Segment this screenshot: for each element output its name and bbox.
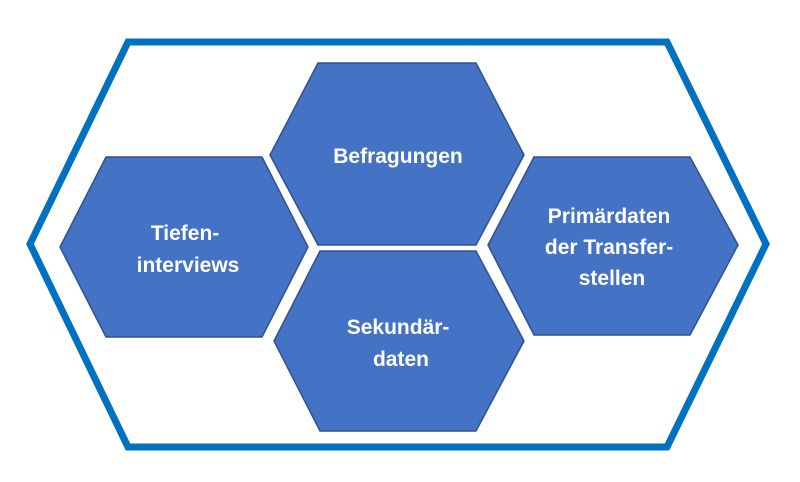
- hexagon-label: Primärdaten der Transfer- stellen: [545, 205, 679, 290]
- outer-hexagon-frame: [26, 38, 770, 451]
- label-line-3: stellen: [579, 267, 646, 290]
- label-line-2: interviews: [137, 254, 240, 277]
- hexagon-shape: [59, 156, 309, 338]
- hexagon-label: Tiefen- interviews: [137, 222, 240, 277]
- label-line-2: der Transfer-: [545, 236, 673, 259]
- label-line-1: Sekundär-: [347, 316, 450, 339]
- hexagon-shape: [273, 250, 525, 432]
- hexagon-shape: [487, 156, 739, 336]
- label-line-1: Befragungen: [333, 145, 463, 168]
- hexagon-primaerdaten: Primärdaten der Transfer- stellen: [487, 156, 739, 336]
- label-line-1: Tiefen-: [151, 222, 219, 245]
- hexagon-tiefeninterviews: Tiefen- interviews: [59, 156, 309, 338]
- hexagon-befragungen: Befragungen: [269, 62, 525, 246]
- label-line-1: Primärdaten: [548, 205, 671, 228]
- label-line-2: daten: [373, 348, 429, 371]
- hexagon-sekundaerdaten: Sekundär- daten: [273, 250, 525, 432]
- hexagon-label: Sekundär- daten: [347, 316, 456, 371]
- hexagon-shape: [269, 62, 525, 246]
- hexagon-label: Befragungen: [333, 145, 463, 168]
